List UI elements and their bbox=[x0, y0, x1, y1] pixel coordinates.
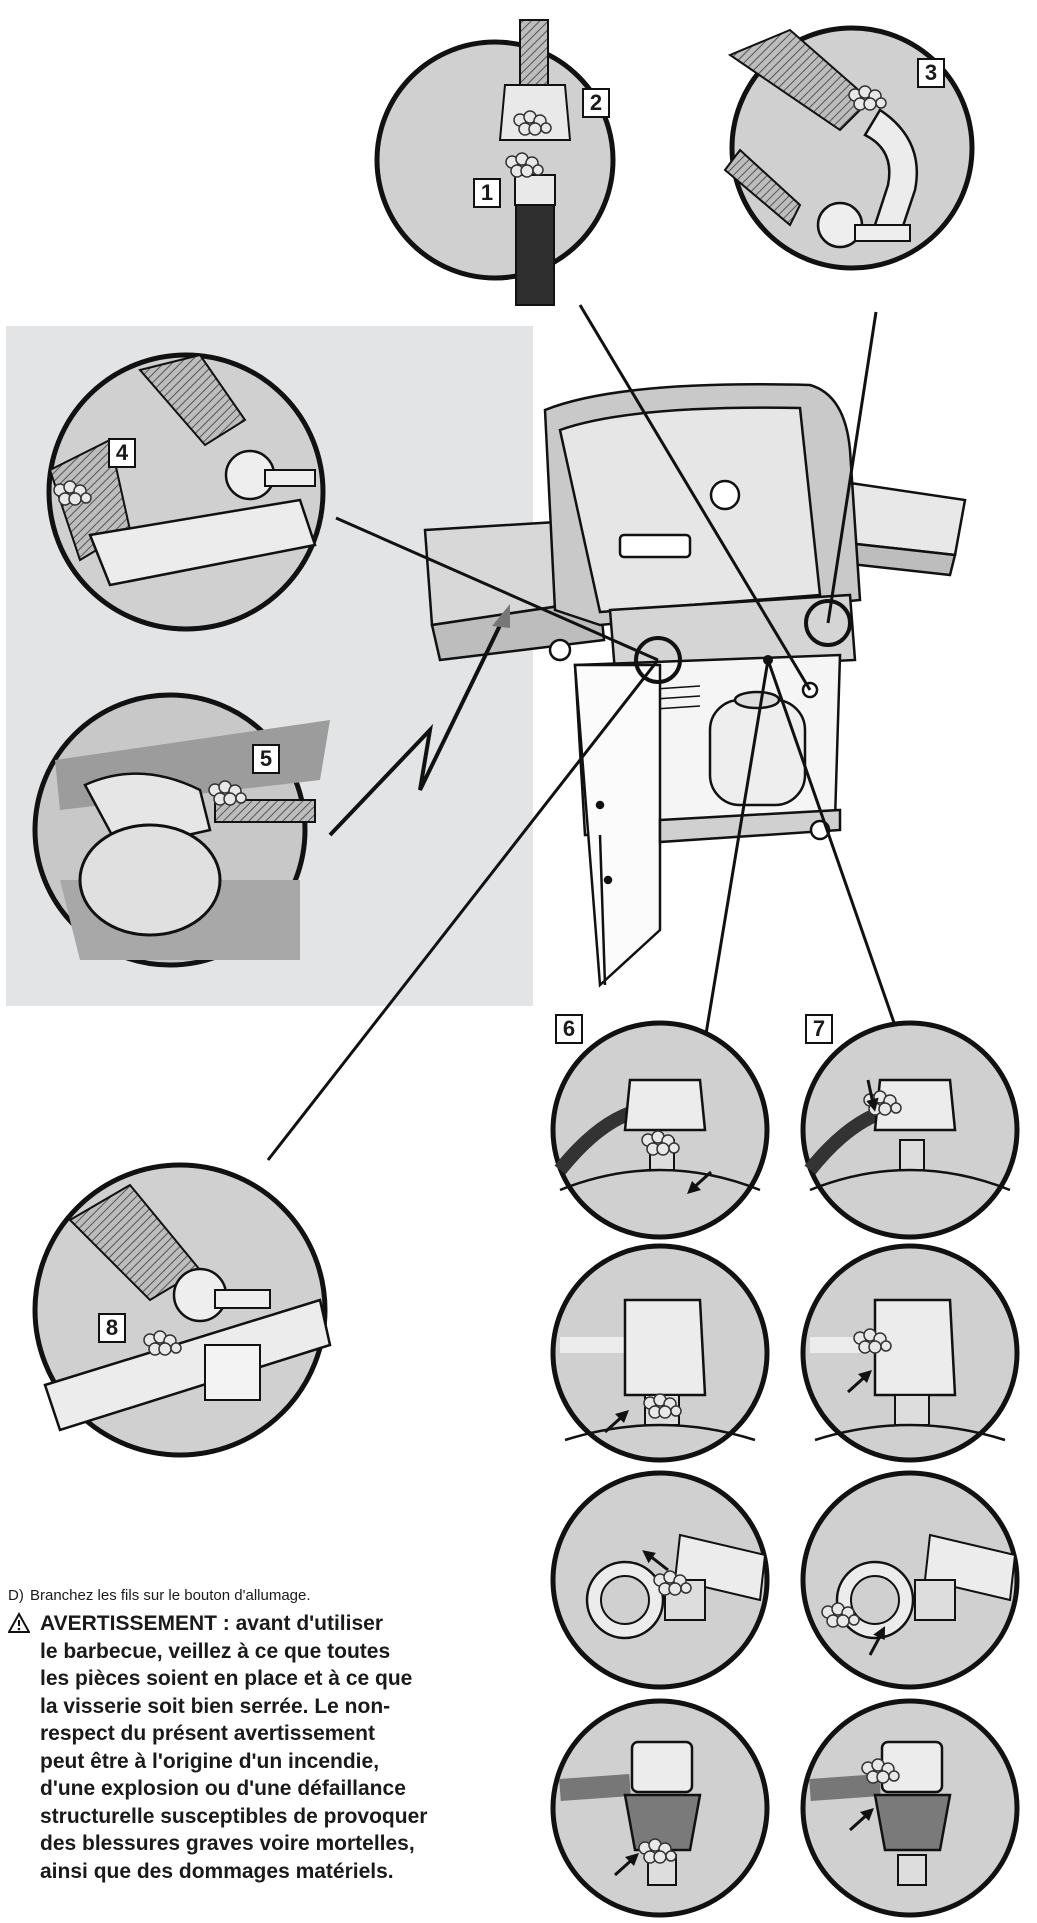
callout-3: 3 bbox=[917, 58, 945, 88]
detail-circle-5 bbox=[32, 692, 330, 968]
instructions: D) Branchez les fils sur le bouton d'allu… bbox=[8, 1586, 478, 1885]
detail-circle-7-row4 bbox=[800, 1698, 1020, 1918]
detail-circle-6-row2 bbox=[550, 1243, 770, 1463]
grill-marker-right-valve bbox=[804, 599, 852, 647]
warning-line-5: peut être à l'origine d'un incendie, bbox=[40, 1749, 380, 1773]
warning-line-2: les pièces soient en place et à ce que bbox=[40, 1667, 413, 1690]
callout-2: 2 bbox=[582, 88, 610, 118]
step-letter: D) bbox=[8, 1587, 24, 1604]
callout-1: 1 bbox=[473, 178, 501, 208]
detail-circle-6-row3 bbox=[550, 1470, 770, 1690]
step-d: D) Branchez les fils sur le bouton d'allu… bbox=[8, 1586, 478, 1606]
grill-marker-left-valve bbox=[634, 636, 682, 684]
callout-5: 5 bbox=[252, 744, 280, 774]
zigzag-pointer bbox=[328, 614, 507, 837]
warning-line-6: d'une explosion ou d'une défaillance bbox=[40, 1777, 406, 1800]
warning-line-3: la visserie soit bien serrée. Le non- bbox=[40, 1694, 391, 1718]
callout-4: 4 bbox=[108, 438, 136, 468]
warning-line-1: le barbecue, veillez à ce que toutes bbox=[40, 1639, 391, 1663]
detail-circle-8 bbox=[32, 1162, 332, 1458]
detail-circle-3 bbox=[723, 25, 975, 271]
detail-circle-7-row1 bbox=[800, 1020, 1020, 1240]
detail-circle-7-row2 bbox=[800, 1243, 1020, 1463]
detail-circle-4 bbox=[46, 352, 326, 632]
warning-line-4: respect du présent avertissement bbox=[40, 1722, 375, 1745]
detail-circle-6-row4 bbox=[550, 1698, 770, 1918]
callout-7: 7 bbox=[805, 1014, 833, 1044]
warning-line-0: AVERTISSEMENT : avant d'utiliser bbox=[40, 1612, 383, 1635]
callout-6: 6 bbox=[555, 1014, 583, 1044]
warning-line-8: des blessures graves voire mortelles, bbox=[40, 1832, 415, 1855]
warning-line-7: structurelle susceptibles de provoquer bbox=[40, 1804, 428, 1828]
detail-circle-6-row1 bbox=[550, 1020, 770, 1240]
grill bbox=[423, 383, 967, 988]
detail-circle-7-row3 bbox=[800, 1470, 1020, 1690]
step-text: Branchez les fils sur le bouton d'alluma… bbox=[30, 1587, 311, 1604]
warning-line-9: ainsi que des dommages matériels. bbox=[40, 1859, 394, 1883]
warning-block: AVERTISSEMENT : avant d'utiliser le barb… bbox=[8, 1610, 478, 1885]
detail-circle-1-2 bbox=[374, 19, 616, 306]
warning-triangle-icon bbox=[8, 1612, 30, 1633]
callout-8: 8 bbox=[98, 1313, 126, 1343]
